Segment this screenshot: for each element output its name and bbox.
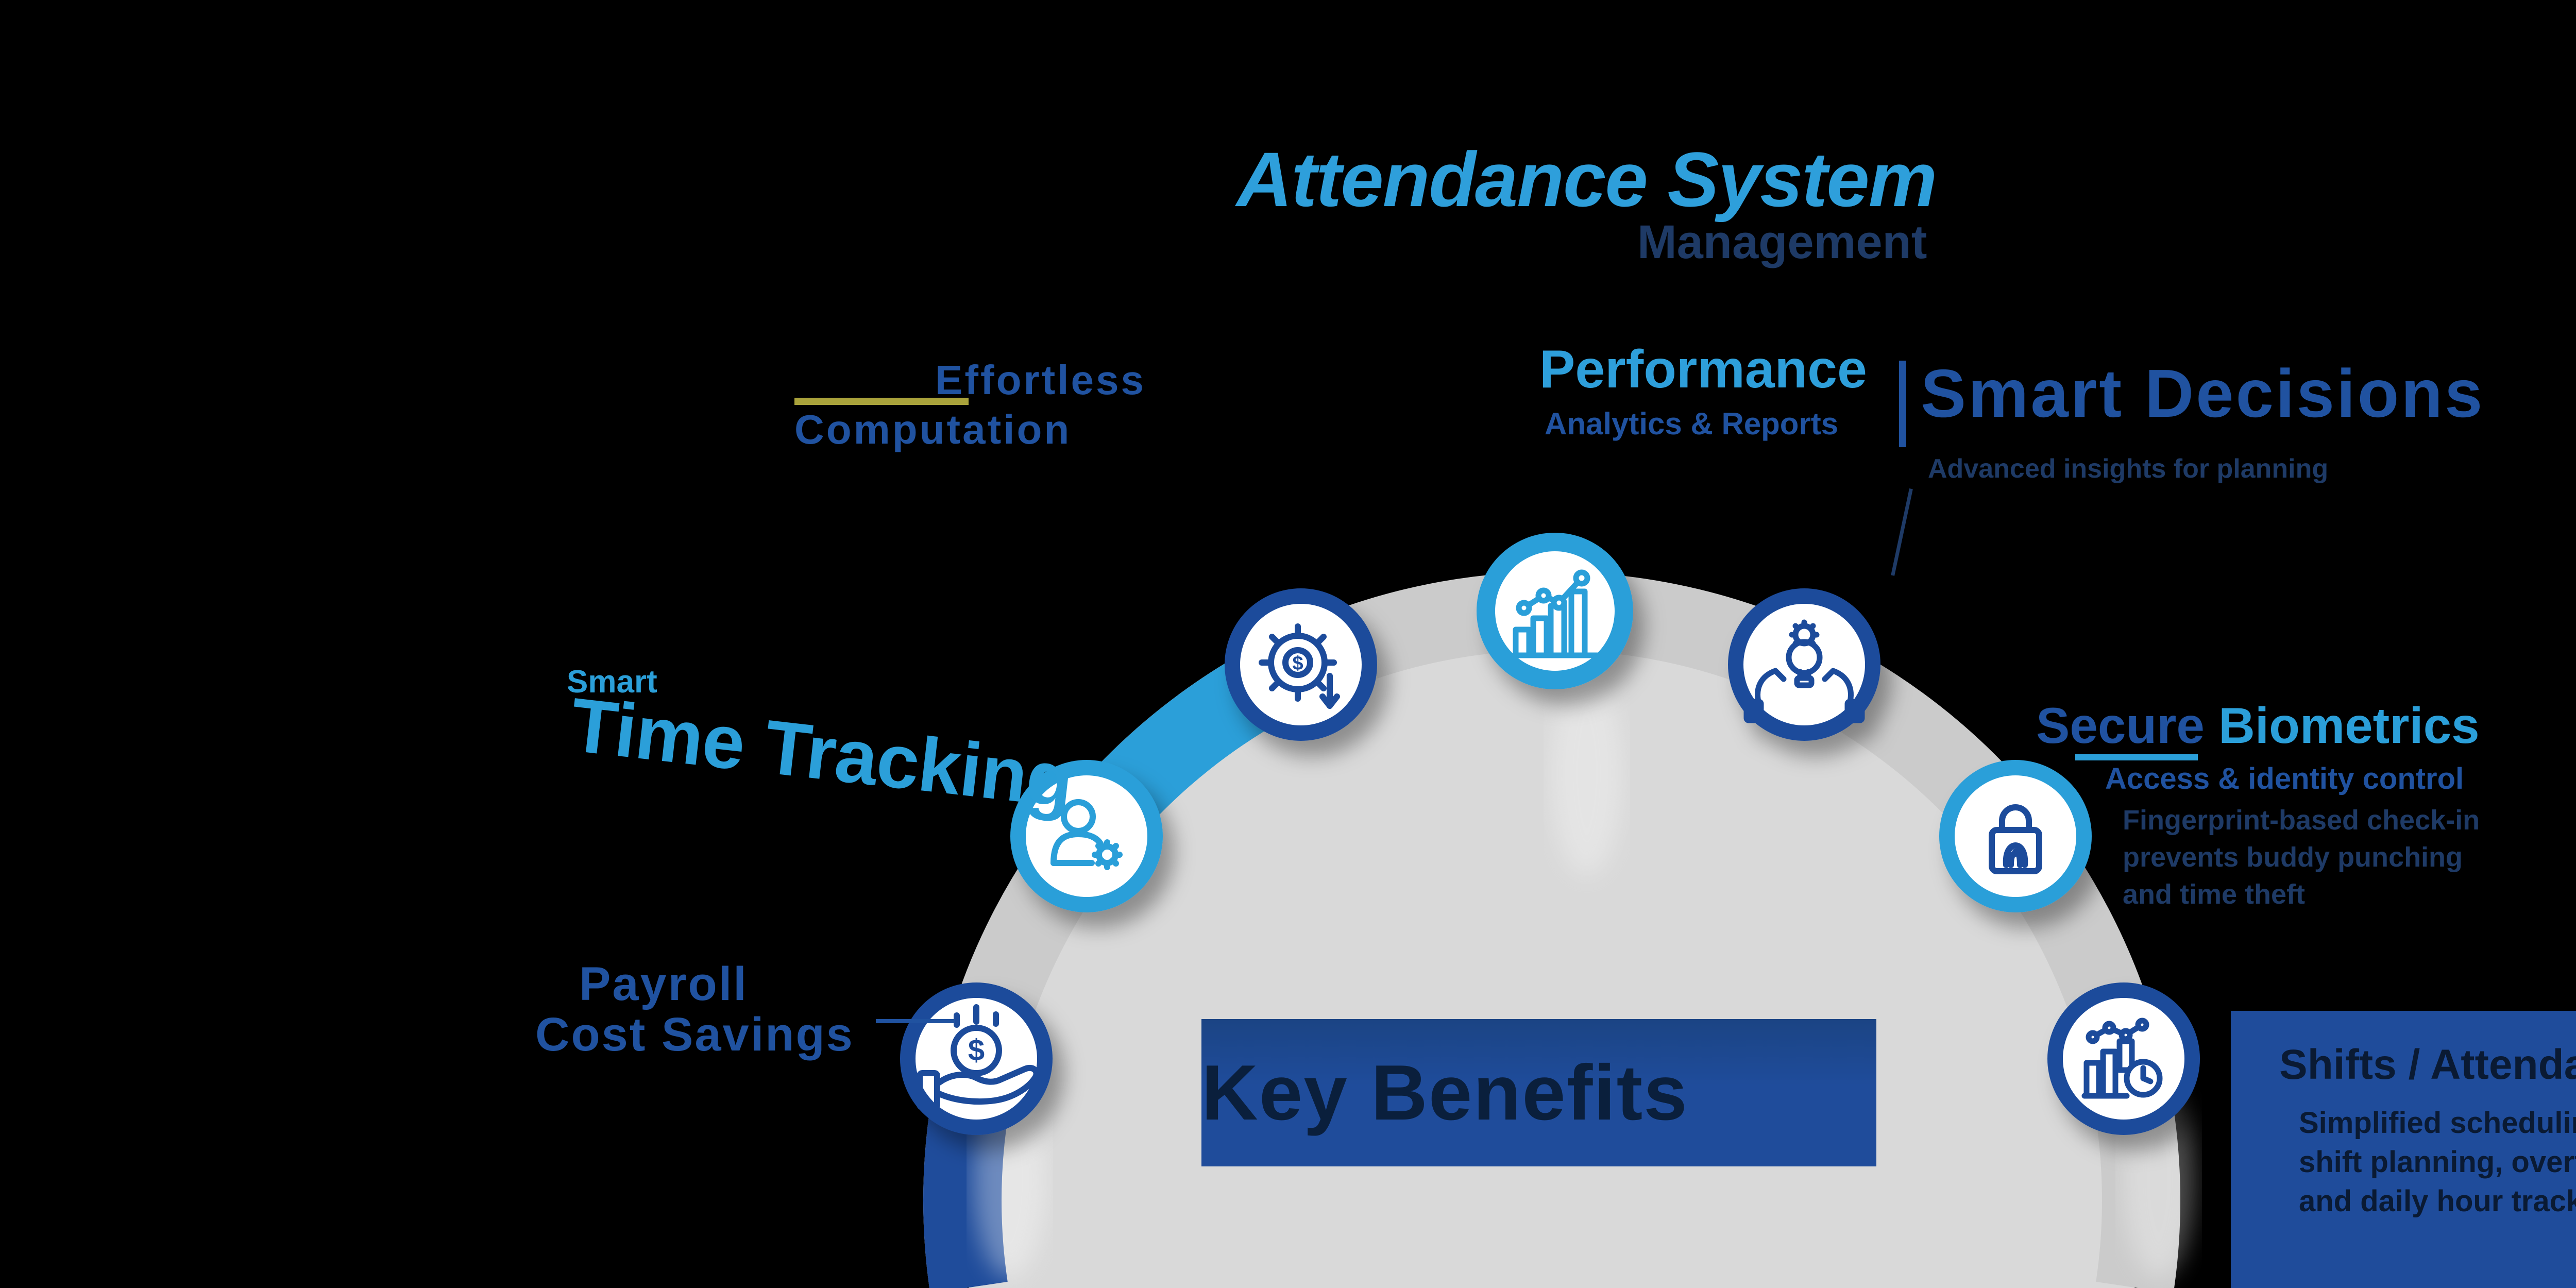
shifts-panel: Shifts / Attendance Simplified schedulin… (2231, 1011, 2576, 1288)
bars-clock-icon (2047, 982, 2200, 1135)
label-biometrics-heading-part1: Secure (2036, 697, 2219, 754)
page-subtitle: Management (1637, 216, 1927, 268)
shifts-description: Simplified scheduling with shift plannin… (2299, 1104, 2576, 1221)
label-tracking-small: Smart (567, 664, 657, 700)
icon-face (916, 998, 1037, 1120)
shifts-desc-line: shift planning, overtime (2299, 1145, 2576, 1179)
biometrics-description: Fingerprint-based check-in prevents budd… (2123, 802, 2480, 913)
label-shifts-heading: Shifts / Attendance (2279, 1041, 2576, 1088)
key-benefits-label: Key Benefits (1201, 1049, 1688, 1137)
biometrics-desc-line: prevents buddy punching (2123, 842, 2463, 873)
dollar-glyph: $ (1292, 653, 1303, 674)
shifts-desc-line: and daily hour tracking (2299, 1184, 2576, 1218)
label-computation-line1: Effortless (935, 357, 1146, 403)
biometrics-underline (2075, 754, 2198, 760)
hands-bulb-icon (1728, 588, 1880, 741)
shifts-desc-line: Simplified scheduling with (2299, 1106, 2576, 1140)
label-decisions-heading: Smart Decisions (1921, 355, 2485, 431)
biometrics-desc-line: and time theft (2123, 879, 2306, 910)
key-benefits-ribbon: Key Benefits (1201, 1019, 1876, 1166)
icon-face (1955, 775, 2076, 897)
label-tracking-main: Time Tracking (566, 682, 1078, 824)
label-computation-line2: Computation (794, 406, 1072, 452)
label-biometrics-subheading: Access & identity control (2105, 762, 2464, 795)
heading-accent-bar (1899, 361, 1906, 447)
icon-face (1743, 604, 1865, 725)
gear-dollar-icon: $ (1225, 588, 1377, 741)
icon-shadow (1551, 670, 1623, 876)
fingerprint-lock-icon (1939, 760, 2092, 912)
person-gear-icon (1010, 760, 1163, 912)
label-biometrics-heading-part2: Biometrics (2218, 697, 2480, 754)
label-analytics-line2: Analytics & Reports (1545, 406, 1839, 441)
growth-chart-icon (1477, 533, 1633, 689)
label-savings-line2: Cost Savings (535, 1008, 854, 1061)
yellow-dash-accent (794, 398, 969, 405)
label-decisions-subtext: Advanced insights for planning (1928, 454, 2329, 484)
connector-line-decisions (1891, 488, 1913, 576)
label-savings-line1: Payroll (579, 958, 748, 1010)
connector-line-savings (876, 1019, 955, 1023)
dollar-glyph: $ (968, 1033, 985, 1067)
page-title: Attendance System (1236, 136, 1937, 223)
label-analytics-line1: Performance (1539, 340, 1867, 399)
biometrics-desc-line: Fingerprint-based check-in (2123, 805, 2480, 836)
label-biometrics-heading: Secure Biometrics (2036, 697, 2480, 755)
